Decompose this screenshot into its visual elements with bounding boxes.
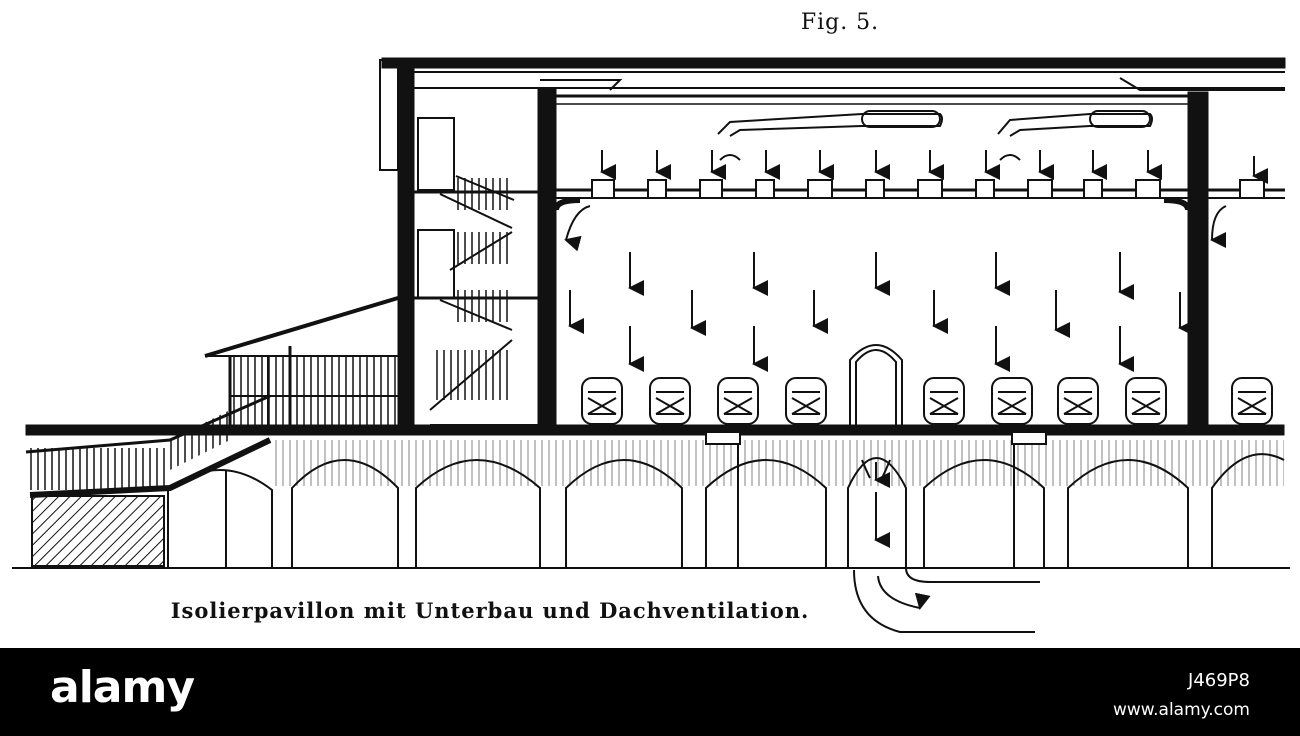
figure-caption: Isolierpavillon mit Unterbau und Dachven… <box>170 598 810 623</box>
airflow-curves <box>564 205 1227 633</box>
ward-doorway <box>849 344 903 425</box>
bed <box>581 377 623 425</box>
roof <box>381 57 1286 105</box>
bed <box>649 377 691 425</box>
figure-area: Fig. 5. Isolierpavillon mit Unterbau und… <box>12 10 1290 633</box>
hospital-beds <box>581 377 1273 425</box>
bed <box>923 377 965 425</box>
airflow-arrows <box>568 150 1268 548</box>
bed <box>1057 377 1099 425</box>
bed <box>991 377 1033 425</box>
bed <box>717 377 759 425</box>
pavilion-section-drawing <box>12 57 1290 633</box>
veranda-and-outer-stair <box>25 296 399 568</box>
ceiling-vent-row <box>591 179 1265 199</box>
figure-number: Fig. 5. <box>800 10 880 35</box>
basement-arcade <box>167 431 1285 568</box>
image-id: J469P8 <box>1188 670 1250 691</box>
brand-logo: alamy <box>50 662 195 713</box>
stock-watermark-bar: alamy J469P8 www.alamy.com <box>0 648 1300 736</box>
site-url: www.alamy.com <box>1112 700 1250 720</box>
bed <box>1231 377 1273 425</box>
bed <box>1125 377 1167 425</box>
stair-tower <box>379 59 540 429</box>
ward-structure <box>25 87 1285 436</box>
bed <box>785 377 827 425</box>
roof-ventilation-ducts <box>717 110 1153 161</box>
